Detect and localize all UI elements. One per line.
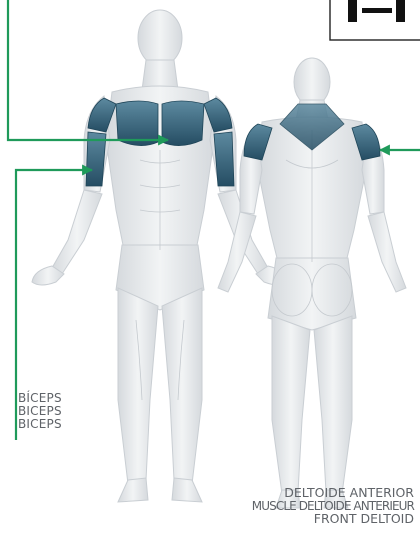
front-left-leg bbox=[118, 288, 158, 484]
front-right-biceps bbox=[214, 132, 234, 186]
title-box bbox=[330, 0, 420, 40]
biceps-label-en: BICEPS bbox=[18, 418, 62, 431]
title-box-glyph-right bbox=[396, 0, 405, 22]
front-right-foot bbox=[172, 478, 202, 502]
front-chest-left bbox=[116, 101, 158, 146]
front-head bbox=[138, 10, 182, 66]
title-box-frame bbox=[330, 0, 420, 40]
title-box-glyph-left bbox=[348, 0, 357, 22]
back-left-leg bbox=[272, 316, 310, 494]
front-right-leg bbox=[162, 288, 202, 484]
front-left-foot bbox=[118, 478, 148, 502]
title-box-glyph-bar bbox=[362, 8, 392, 13]
biceps-label: BÍCEPS BICEPS BICEPS bbox=[18, 392, 62, 431]
deltoid-label-en: FRONT DELTOID bbox=[252, 512, 414, 526]
front-left-forearm bbox=[52, 190, 102, 274]
deltoid-label: DELTOIDE ANTERIOR MUSCLE DELTOIDE ANTERI… bbox=[252, 486, 414, 526]
front-chest-right bbox=[162, 101, 204, 146]
front-body-figure bbox=[32, 10, 288, 502]
back-head bbox=[294, 58, 330, 106]
back-right-forearm bbox=[368, 212, 406, 292]
pointer-arrows bbox=[8, 0, 420, 440]
biceps-label-fr: BICEPS bbox=[18, 405, 62, 418]
biceps-label-es: BÍCEPS bbox=[18, 392, 62, 405]
deltoid-label-es: DELTOIDE ANTERIOR bbox=[252, 486, 414, 500]
back-right-leg bbox=[314, 316, 352, 494]
